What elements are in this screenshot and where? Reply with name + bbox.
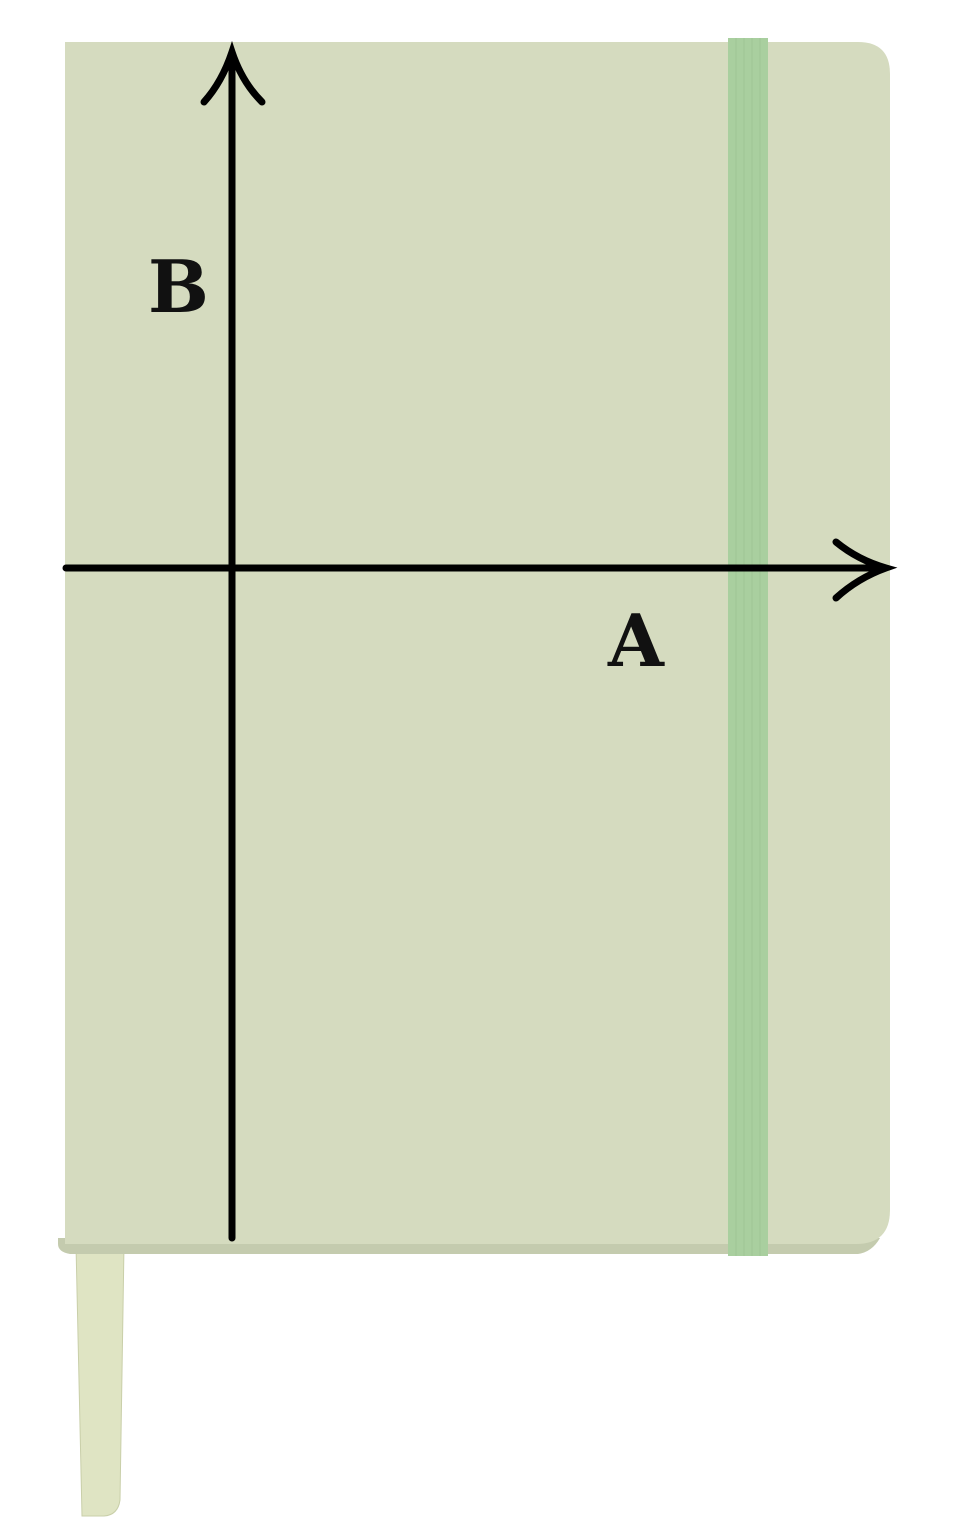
height-label: B <box>148 244 209 329</box>
ribbon-bookmark <box>75 1244 125 1517</box>
height-arrow <box>200 40 266 1242</box>
width-arrow <box>62 538 898 602</box>
notebook-cover <box>65 42 890 1244</box>
width-label: A <box>607 598 665 683</box>
elastic-band <box>728 38 768 1256</box>
